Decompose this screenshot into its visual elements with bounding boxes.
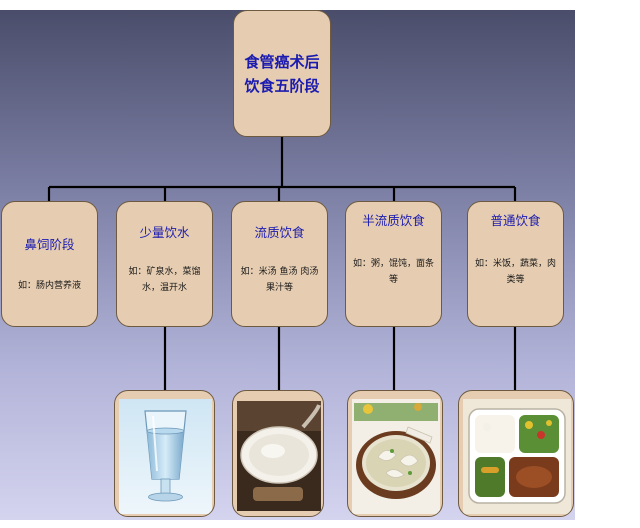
- stage-box-water: 少量饮水 如：矿泉水，菜馏水，温开水: [116, 201, 213, 327]
- stage-description: 如：米饭，蔬菜，肉类等: [474, 259, 556, 285]
- stage-title: 半流质饮食: [362, 213, 425, 228]
- stage-description: 如：米汤 鱼汤 肉汤 果汁等: [240, 267, 319, 293]
- stage-title: 流质饮食: [254, 225, 305, 240]
- stage-box-liquid: 流质饮食 如：米汤 鱼汤 肉汤 果汁等: [231, 201, 328, 327]
- lunch-box-photo: [458, 390, 574, 517]
- water-glass-photo: [114, 390, 215, 517]
- stage-box-semi-liquid: 半流质饮食 如：粥，馄饨，面条等: [345, 201, 442, 327]
- stage-box-regular: 普通饮食 如：米饭，蔬菜，肉类等: [467, 201, 564, 327]
- stage-description: 如：矿泉水，菜馏水，温开水: [128, 267, 201, 293]
- stage-description: 如：肠内营养液: [17, 281, 81, 291]
- root-title-line-1: 食管癌术后: [244, 52, 320, 71]
- stage-box-tube-feeding: 鼻饲阶段 如：肠内营养液: [1, 201, 98, 327]
- stage-title: 鼻饲阶段: [24, 237, 75, 252]
- wonton-bowl-photo: [347, 390, 443, 517]
- root-title-line-2: 饮食五阶段: [244, 76, 320, 95]
- stage-description: 如：粥，馄饨，面条等: [352, 259, 434, 285]
- root-box: 食管癌术后 饮食五阶段: [233, 10, 331, 137]
- rice-soup-photo: [232, 390, 324, 517]
- stage-title: 普通饮食: [490, 213, 541, 228]
- stage-title: 少量饮水: [139, 225, 190, 240]
